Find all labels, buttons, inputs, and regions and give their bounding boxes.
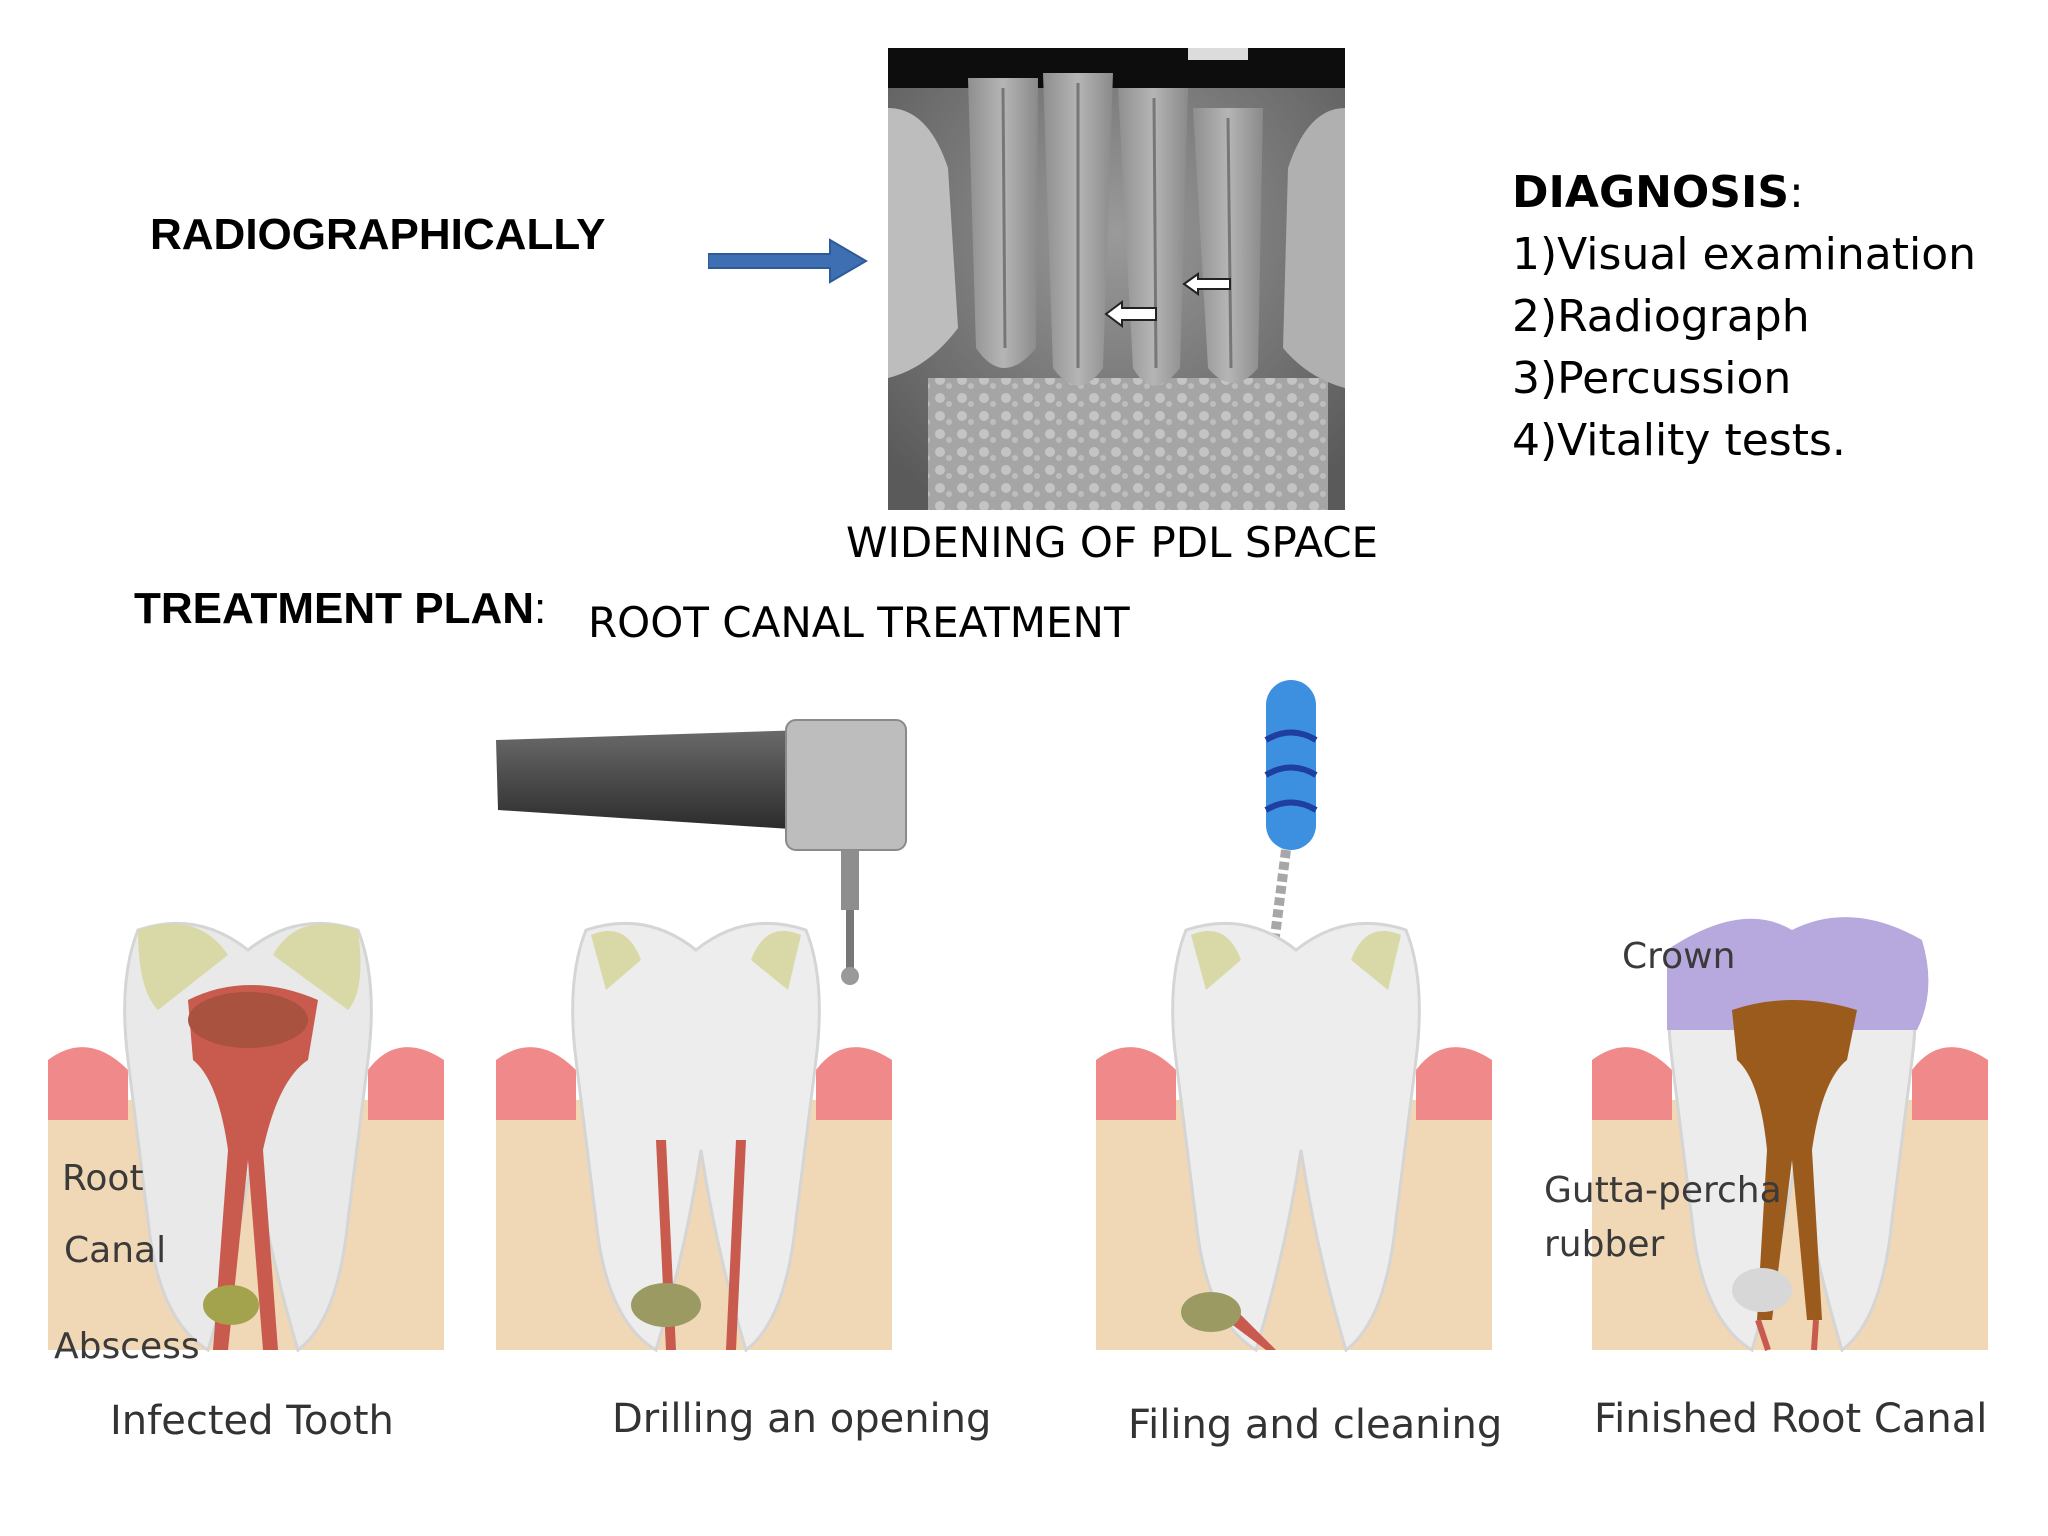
diagnosis-list: DIAGNOSIS: 1)Visual examination 2)Radiog… <box>1512 162 1976 472</box>
crown-label: Crown <box>1622 936 1736 977</box>
colon-text: : <box>1789 167 1804 218</box>
radiograph-caption: WIDENING OF PDL SPACE <box>846 518 1379 567</box>
rubber-label: rubber <box>1544 1224 1665 1265</box>
diagnosis-item: 2)Radiograph <box>1512 291 1810 342</box>
step-caption: Drilling an opening <box>612 1396 992 1442</box>
radiograph-image <box>888 48 1345 510</box>
diagnosis-item: 1)Visual examination <box>1512 229 1977 280</box>
radiographically-label: RADIOGRAPHICALLY <box>150 210 606 259</box>
step-caption: Filing and cleaning <box>1128 1402 1503 1448</box>
canal-label: Canal <box>64 1230 167 1271</box>
drilling-illustration <box>496 719 907 1353</box>
treatment-plan-label: TREATMENT PLAN: <box>134 584 547 633</box>
treatment-plan-value: ROOT CANAL TREATMENT <box>588 598 1130 647</box>
filing-illustration <box>1096 680 1492 1353</box>
gutta-percha-label: Gutta-percha <box>1544 1170 1782 1211</box>
abscess-label: Abscess <box>54 1326 200 1367</box>
finished-root-canal-illustration <box>1592 917 1988 1353</box>
root-label: Root <box>62 1158 144 1199</box>
diagnosis-title: DIAGNOSIS <box>1512 167 1790 218</box>
root-canal-steps-illustration: Root Canal Abscess Infected Tooth Drilli… <box>0 670 2048 1470</box>
step-caption: Infected Tooth <box>110 1398 394 1444</box>
right-arrow-icon <box>708 238 868 284</box>
step-caption: Finished Root Canal <box>1594 1396 1988 1442</box>
diagnosis-item: 4)Vitality tests. <box>1512 415 1846 466</box>
infected-tooth-illustration <box>48 921 444 1353</box>
diagnosis-item: 3)Percussion <box>1512 353 1792 404</box>
